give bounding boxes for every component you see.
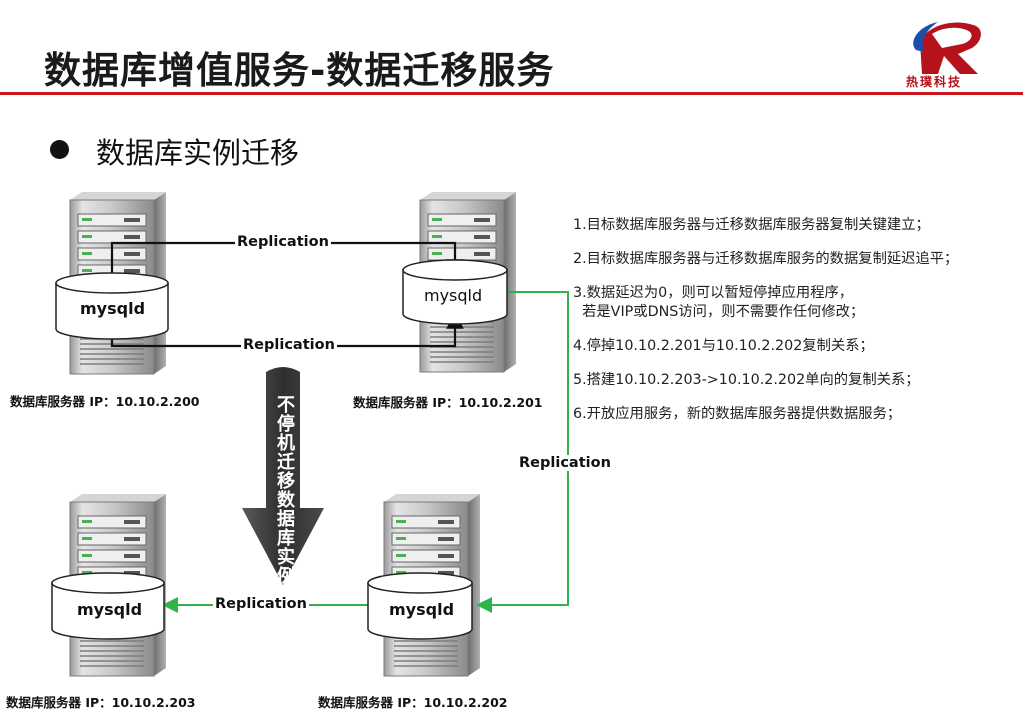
server-label-203: 数据库服务器 IP：10.10.2.203 [6, 695, 196, 710]
page-title: 数据库增值服务-数据迁移服务 [44, 49, 555, 92]
db-cylinder-203-icon [51, 572, 165, 640]
db-cylinder-202-icon [367, 572, 473, 640]
server-label-200: 数据库服务器 IP：10.10.2.200 [10, 394, 200, 409]
db-cylinder-201-icon [402, 259, 508, 325]
replication-label-top: Replication [235, 234, 331, 250]
server-label-202: 数据库服务器 IP：10.10.2.202 [318, 695, 508, 710]
step-3b: 若是VIP或DNS访问，则不需要作任何修改； [573, 304, 865, 320]
migration-arrow-label: 不停机迁移数据库实例 [274, 395, 295, 585]
db-label-202: mysqld [389, 600, 455, 619]
replication-label-bottom: Replication [213, 596, 309, 612]
section-heading: 数据库实例迁移 [96, 136, 300, 170]
db-label-200: mysqld [80, 299, 146, 318]
replication-label-middle: Replication [241, 337, 337, 353]
db-label-203: mysqld [77, 600, 143, 619]
replication-label-right: Replication [517, 455, 613, 471]
migration-steps: 1.目标数据库服务器与迁移数据库服务器复制关键建立； 2.目标数据库服务器与迁移… [573, 216, 1018, 439]
step-5: 5.搭建10.10.2.203->10.10.2.202单向的复制关系； [573, 372, 920, 388]
step-1: 1.目标数据库服务器与迁移数据库服务器复制关键建立； [573, 217, 930, 233]
bullet-dot-icon [50, 140, 69, 159]
server-label-201: 数据库服务器 IP：10.10.2.201 [353, 395, 543, 410]
db-label-201: mysqld [424, 286, 483, 305]
step-6: 6.开放应用服务，新的数据库服务器提供数据服务； [573, 406, 902, 422]
company-logo-text: 热璞科技 [906, 75, 963, 89]
rp-logo-icon [913, 22, 981, 74]
title-divider [0, 92, 1023, 95]
replication-line-right [476, 291, 569, 613]
step-4: 4.停掉10.10.2.201与10.10.2.202复制关系； [573, 338, 874, 354]
step-2: 2.目标数据库服务器与迁移数据库服务的数据复制延迟追平； [573, 251, 959, 267]
step-3a: 3.数据延迟为0，则可以暂短停掉应用程序， [573, 285, 854, 301]
db-cylinder-200-icon [55, 272, 169, 340]
migration-arrow-icon [242, 367, 324, 585]
